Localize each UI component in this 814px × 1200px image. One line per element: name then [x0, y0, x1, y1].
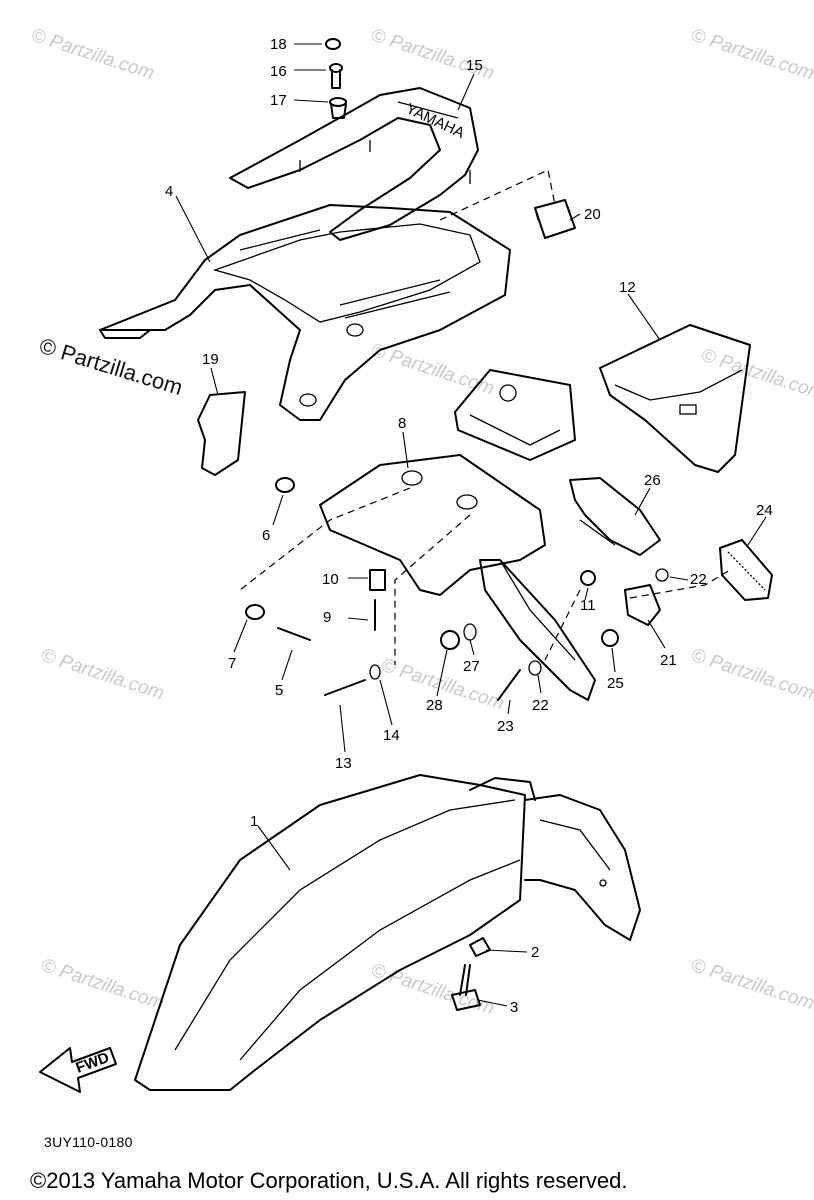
callout-16: 16 — [270, 63, 287, 80]
callout-5: 5 — [275, 682, 283, 699]
watermark: © Partzilla.com — [688, 645, 814, 705]
watermark: © Partzilla.com — [698, 345, 814, 405]
callout-20: 20 — [584, 206, 601, 223]
watermarks: © Partzilla.com © Partzilla.com © Partzi… — [28, 25, 814, 1020]
callout-9: 9 — [323, 609, 331, 626]
callout-17: 17 — [270, 92, 287, 109]
watermark-main: © Partzilla.com — [37, 333, 186, 400]
callouts: 18 16 17 15 4 20 12 19 8 6 26 24 10 9 11… — [165, 36, 773, 1016]
part-sponge — [534, 199, 576, 239]
part-light-bracket — [454, 369, 576, 461]
callout-15: 15 — [466, 57, 483, 74]
part-fasteners — [245, 477, 669, 701]
callout-28: 28 — [426, 697, 443, 714]
callout-11: 11 — [580, 597, 596, 614]
part-screws-top — [325, 38, 347, 119]
part-carrier: YAMAHA — [229, 87, 479, 241]
part-tail-cover — [599, 324, 751, 473]
part-rear-fender — [134, 774, 641, 1091]
callout-3: 3 — [510, 999, 518, 1016]
fwd-arrow-icon: FWD — [39, 1047, 117, 1093]
leader-lines — [175, 43, 767, 1007]
copyright-notice: ©2013 Yamaha Motor Corporation, U.S.A. A… — [30, 1168, 628, 1193]
callout-14: 14 — [383, 727, 400, 744]
watermark: © Partzilla.com — [368, 960, 496, 1020]
part-inner-fender — [319, 454, 596, 701]
part-reflector — [719, 539, 773, 601]
guide-lines — [239, 487, 581, 665]
watermark: © Partzilla.com — [38, 955, 166, 1015]
callout-2: 2 — [531, 944, 539, 961]
callout-25: 25 — [607, 675, 624, 692]
callout-24: 24 — [756, 502, 773, 519]
part-reflector-bracket — [624, 584, 661, 626]
callout-22a: 22 — [690, 571, 707, 588]
callout-23: 23 — [497, 718, 514, 735]
watermark: © Partzilla.com — [368, 340, 496, 400]
callout-18: 18 — [270, 36, 287, 53]
callout-21: 21 — [660, 652, 677, 669]
watermark: © Partzilla.com — [28, 25, 156, 85]
part-seat-cowl — [99, 204, 511, 421]
watermark: © Partzilla.com — [688, 25, 814, 85]
callout-26: 26 — [644, 472, 661, 489]
callout-13: 13 — [335, 755, 352, 772]
callout-4: 4 — [165, 183, 173, 200]
callout-22b: 22 — [532, 697, 549, 714]
callout-7: 7 — [228, 655, 236, 672]
callout-6: 6 — [262, 527, 270, 544]
guide-line — [439, 169, 556, 221]
diagram-code: 3UY110-0180 — [44, 1134, 133, 1150]
callout-1: 1 — [250, 813, 258, 830]
watermark: © Partzilla.com — [688, 955, 814, 1015]
watermark: © Partzilla.com — [38, 645, 166, 705]
part-license-bracket — [569, 477, 661, 556]
callout-10: 10 — [322, 571, 339, 588]
callout-12: 12 — [619, 279, 636, 296]
part-side-plate — [197, 391, 246, 476]
callout-27: 27 — [463, 658, 480, 675]
guide-line — [629, 569, 731, 599]
callout-19: 19 — [202, 351, 219, 368]
callout-8: 8 — [398, 415, 406, 432]
watermark: © Partzilla.com — [368, 25, 496, 85]
